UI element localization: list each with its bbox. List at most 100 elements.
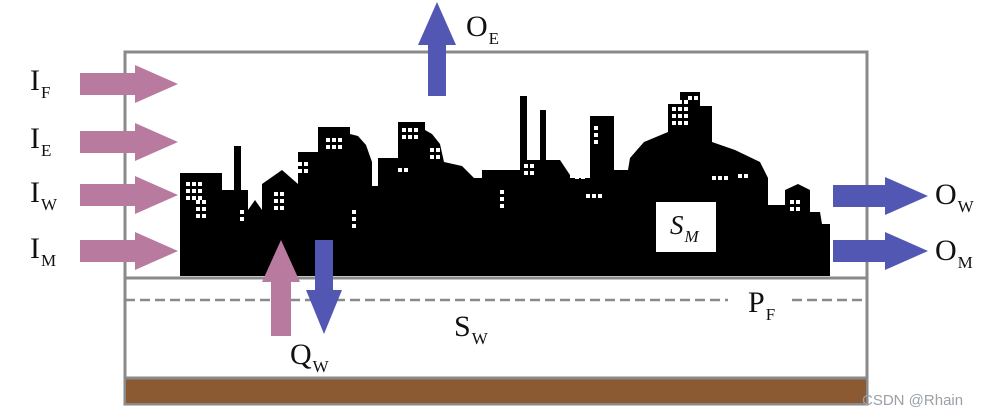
city-window (198, 196, 202, 200)
city-window (186, 189, 190, 193)
if-arrow (80, 65, 178, 103)
city-window (398, 168, 402, 172)
city-window (790, 200, 794, 204)
city-window (326, 138, 330, 142)
city-window (332, 138, 336, 142)
city-window (436, 148, 440, 152)
city-window (332, 145, 336, 149)
city-window (524, 171, 528, 175)
label-if: IF (30, 64, 51, 102)
city-window (298, 162, 302, 166)
city-window (684, 121, 688, 125)
qw-down-arrow (306, 240, 342, 334)
city-window (672, 107, 676, 111)
city-window (408, 135, 412, 139)
system-box (123, 50, 869, 406)
watermark-text: CSDN @Rhain (862, 392, 964, 409)
city-window (304, 169, 308, 173)
city-window (684, 114, 688, 118)
city-window (678, 107, 682, 111)
city-window (192, 189, 196, 193)
city-window (198, 182, 202, 186)
city-window (198, 189, 202, 193)
city-windows (186, 96, 800, 228)
city-window (586, 194, 590, 198)
city-window (196, 207, 200, 211)
city-window (186, 182, 190, 186)
city-window (202, 207, 206, 211)
city-window (274, 206, 278, 210)
city-window (402, 128, 406, 132)
city-window (724, 176, 728, 180)
city-window (338, 145, 342, 149)
city-window (240, 210, 244, 214)
city-window (744, 174, 748, 178)
city-window (712, 176, 716, 180)
sm-box (656, 202, 716, 252)
city-window (672, 100, 676, 104)
city-window (196, 214, 200, 218)
city-window (414, 128, 418, 132)
city-window (338, 138, 342, 142)
city-window (436, 155, 440, 159)
city-window (430, 148, 434, 152)
city-window (404, 168, 408, 172)
city-window (500, 204, 504, 208)
city-window (280, 199, 284, 203)
city-window (575, 175, 579, 179)
city-window (202, 214, 206, 218)
city-window (598, 194, 602, 198)
city-window (672, 121, 676, 125)
city-window (192, 182, 196, 186)
city-window (684, 107, 688, 111)
city-window (594, 133, 598, 137)
soil-layer (126, 378, 866, 403)
label-qw: QW (290, 338, 329, 376)
city-window (352, 224, 356, 228)
city-window (684, 100, 688, 104)
om-arrow (833, 232, 928, 270)
ie-arrow (80, 123, 178, 161)
label-iw: IW (30, 176, 58, 214)
city-window (738, 174, 742, 178)
label-ow: OW (935, 178, 974, 216)
ow-arrow (833, 177, 928, 215)
city-window (592, 194, 596, 198)
city-window (796, 200, 800, 204)
city-window (688, 96, 692, 100)
city-window (678, 114, 682, 118)
label-ie: IE (30, 122, 52, 160)
city-window (530, 164, 534, 168)
city-window (530, 171, 534, 175)
im-arrow (80, 232, 178, 270)
city-window (790, 207, 794, 211)
qw-up-arrow (262, 240, 300, 336)
city-window (524, 164, 528, 168)
city-window (202, 200, 206, 204)
city-window (352, 210, 356, 214)
oe-arrow (418, 2, 456, 96)
iw-arrow (80, 176, 178, 214)
city-window (796, 207, 800, 211)
city-window (678, 121, 682, 125)
label-sm: SM (670, 210, 699, 246)
city-window (352, 217, 356, 221)
city-window (326, 145, 330, 149)
city-window (298, 169, 302, 173)
city-window (678, 100, 682, 104)
city-window (196, 200, 200, 204)
city-window (694, 96, 698, 100)
city-window (594, 126, 598, 130)
city-window (274, 199, 278, 203)
city-window (304, 162, 308, 166)
label-im: IM (30, 232, 57, 270)
city-window (402, 135, 406, 139)
city-window (672, 114, 676, 118)
label-sw: SW (454, 310, 488, 348)
city-window (430, 155, 434, 159)
label-oe: OE (466, 10, 500, 48)
city-window (581, 175, 585, 179)
city-window (192, 196, 196, 200)
